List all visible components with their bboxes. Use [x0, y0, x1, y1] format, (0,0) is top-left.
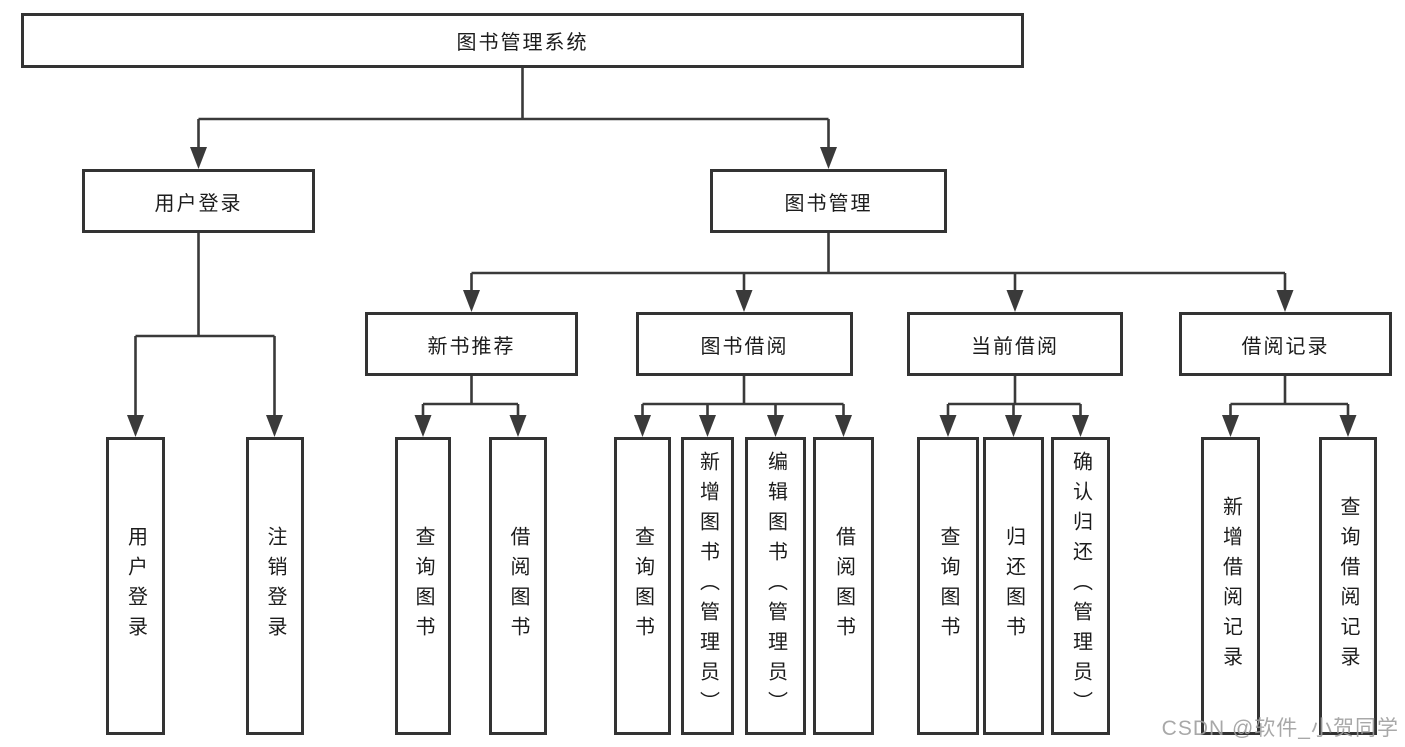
leaf-query-books-borrow: 查询图书 [614, 437, 671, 735]
leaf-return-books: 归还图书 [983, 437, 1044, 735]
leaf-label: 确认归还（管理员） [1069, 451, 1092, 721]
node-label: 用户登录 [154, 192, 243, 215]
leaf-borrow-books-recommend: 借阅图书 [489, 437, 547, 735]
leaf-logout: 注销登录 [246, 437, 304, 735]
node-label: 图书管理系统 [456, 32, 589, 54]
node-label: 图书借阅 [700, 335, 789, 358]
leaf-add-borrow-record: 新增借阅记录 [1201, 437, 1260, 735]
leaf-label: 查询图书 [412, 526, 434, 646]
leaf-label: 查询图书 [631, 526, 654, 646]
node-book-borrowing: 图书借阅 [636, 312, 853, 376]
node-user-login: 用户登录 [82, 169, 315, 233]
node-book-management: 图书管理 [710, 169, 947, 233]
leaf-label: 借阅图书 [507, 526, 529, 646]
leaf-label: 查询图书 [937, 526, 959, 646]
node-label: 当前借阅 [971, 335, 1059, 358]
leaf-label: 查询借阅记录 [1337, 496, 1359, 676]
node-label: 借阅记录 [1241, 335, 1330, 358]
leaf-add-books-admin: 新增图书（管理员） [681, 437, 734, 735]
node-borrow-records: 借阅记录 [1179, 312, 1392, 376]
node-current-borrowing: 当前借阅 [907, 312, 1123, 376]
leaf-query-books-current: 查询图书 [917, 437, 979, 735]
leaf-confirm-return-admin: 确认归还（管理员） [1051, 437, 1110, 735]
leaf-label: 新增图书（管理员） [696, 451, 719, 721]
csdn-watermark: CSDN @软件_小贺同学 [1161, 717, 1399, 740]
leaf-label: 归还图书 [1002, 526, 1025, 646]
arrowhead-icons [127, 147, 1357, 437]
leaf-query-books-recommend: 查询图书 [395, 437, 451, 735]
leaf-label: 编辑图书（管理员） [764, 451, 787, 721]
leaf-user-login: 用户登录 [106, 437, 165, 735]
leaf-label: 用户登录 [124, 526, 147, 646]
node-library-system: 图书管理系统 [21, 13, 1024, 68]
node-label: 新书推荐 [427, 335, 516, 358]
node-new-book-recommend: 新书推荐 [365, 312, 578, 376]
leaf-query-borrow-record: 查询借阅记录 [1319, 437, 1377, 735]
leaf-edit-books-admin: 编辑图书（管理员） [745, 437, 806, 735]
node-label: 图书管理 [784, 192, 873, 215]
leaf-label: 借阅图书 [832, 526, 855, 646]
leaf-label: 新增借阅记录 [1219, 496, 1242, 676]
leaf-borrow-books: 借阅图书 [813, 437, 874, 735]
leaf-label: 注销登录 [264, 526, 286, 646]
